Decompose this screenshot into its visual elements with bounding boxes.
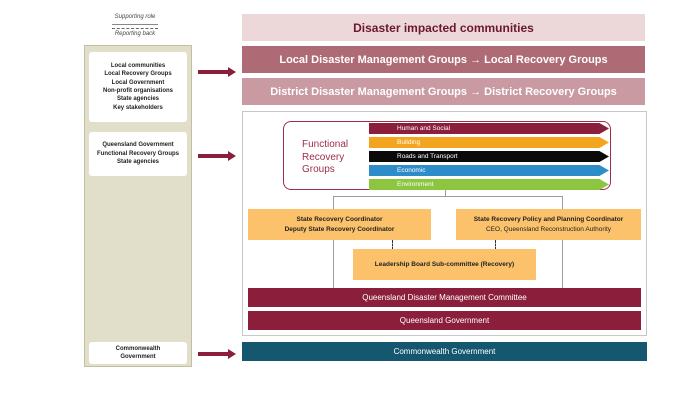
commonwealth-government-bar: Commonwealth Government bbox=[242, 342, 647, 361]
legend-reporting-label: Reporting back bbox=[114, 31, 156, 37]
reporting-dashed-line bbox=[495, 240, 496, 250]
functional-recovery-label: Functional Recovery Groups bbox=[302, 139, 349, 175]
connector-line bbox=[562, 196, 563, 288]
local-line: Non-profit organisations bbox=[103, 88, 173, 94]
local-line: State agencies bbox=[116, 96, 160, 103]
qld-line: State agencies bbox=[116, 159, 160, 166]
leadership-board-box: Leadership Board Sub-committee (Recovery… bbox=[353, 249, 536, 280]
legend: Supporting role Reporting back bbox=[105, 14, 170, 42]
legend-supporting-label: Supporting role bbox=[114, 14, 156, 20]
coordinator-line: State Recovery Policy and Planning Coord… bbox=[473, 216, 624, 224]
qld-stakeholders-box: Queensland Government Functional Recover… bbox=[89, 132, 187, 176]
commonwealth-stakeholders-box: Commonwealth Government bbox=[89, 342, 187, 364]
qdmc-bar: Queensland Disaster Management Committee bbox=[248, 288, 641, 307]
group-bar-building: Building bbox=[369, 137, 609, 148]
coordinator-subline: CEO, Queensland Reconstruction Authority bbox=[485, 225, 611, 233]
arrow-to-state-icon bbox=[198, 151, 236, 161]
impacted-communities-tier: Disaster impacted communities bbox=[242, 14, 645, 41]
group-bar-environment: Environment bbox=[369, 179, 609, 190]
qld-line: Functional Recovery Groups bbox=[96, 150, 180, 157]
qld-line: Queensland Government bbox=[102, 142, 174, 149]
group-bar-economic: Economic bbox=[369, 165, 609, 176]
arrow-to-local-icon bbox=[198, 67, 236, 77]
local-line: Key stakeholders bbox=[113, 104, 163, 111]
queensland-government-bar: Queensland Government bbox=[248, 311, 641, 330]
connector-line bbox=[333, 196, 563, 197]
connector-line bbox=[445, 190, 446, 197]
local-groups-tier: Local Disaster Management Groups → Local… bbox=[242, 46, 645, 73]
cw-line: Commonwealth bbox=[115, 345, 161, 352]
coordinator-line: State Recovery Coordinator bbox=[296, 216, 383, 224]
local-line: Local Recovery Groups bbox=[104, 71, 172, 78]
legend-reporting-line bbox=[112, 28, 158, 29]
district-groups-tier: District Disaster Management Groups → Di… bbox=[242, 78, 645, 105]
local-stakeholders-box: Local communities Local Recovery Groups … bbox=[89, 52, 187, 122]
local-line: Local Government bbox=[111, 79, 165, 86]
local-line: Local communities bbox=[110, 62, 166, 69]
connector-line bbox=[333, 196, 334, 288]
coordinator-line: Deputy State Recovery Coordinator bbox=[284, 225, 395, 233]
group-bar-roads-transport: Roads and Transport bbox=[369, 151, 609, 162]
group-bar-human-social: Human and Social bbox=[369, 123, 609, 134]
arrow-to-commonwealth-icon bbox=[198, 349, 236, 359]
legend-supporting-line bbox=[112, 24, 158, 25]
policy-planning-coordinator-box: State Recovery Policy and Planning Coord… bbox=[456, 209, 641, 240]
reporting-dashed-line bbox=[392, 240, 393, 250]
cw-line: Government bbox=[120, 354, 156, 360]
state-recovery-coordinator-box: State Recovery Coordinator Deputy State … bbox=[248, 209, 431, 240]
